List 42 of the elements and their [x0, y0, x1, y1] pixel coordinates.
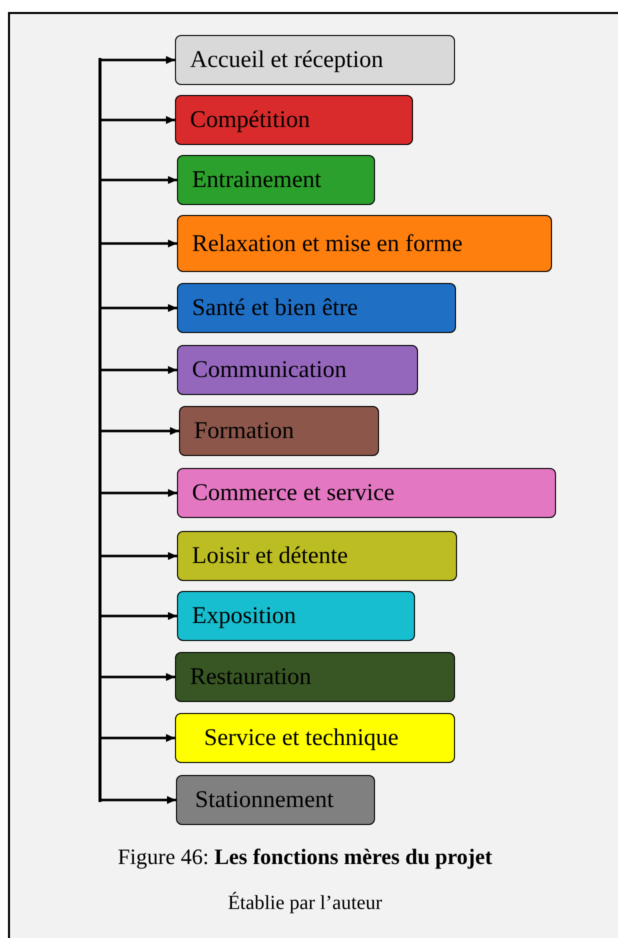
arrow — [100, 116, 175, 124]
box-label: Compétition — [190, 106, 310, 135]
arrow — [100, 673, 175, 681]
box-label: Exposition — [192, 602, 296, 631]
arrow — [100, 427, 179, 435]
arrow — [100, 176, 177, 184]
function-box — [175, 713, 455, 763]
arrow — [100, 304, 177, 312]
function-box — [175, 652, 455, 702]
function-box — [177, 345, 418, 395]
function-box — [177, 591, 415, 641]
box-label: Restauration — [190, 663, 312, 692]
box-label: Loisir et détente — [192, 542, 348, 571]
function-box — [177, 531, 457, 581]
box-label: Communication — [192, 356, 347, 385]
arrow — [100, 240, 177, 248]
arrow — [100, 489, 177, 497]
function-box — [177, 215, 552, 272]
arrow — [100, 612, 177, 620]
box-label: Entrainement — [192, 166, 322, 195]
box-label: Santé et bien être — [192, 294, 358, 323]
arrow — [100, 366, 177, 374]
connector-trunk — [98, 58, 102, 802]
figure-caption: Figure 46: Les fonctions mères du projet — [116, 843, 494, 871]
function-box — [177, 283, 456, 333]
function-box — [177, 155, 375, 205]
box-label: Accueil et réception — [190, 46, 384, 75]
box-label: Formation — [194, 417, 294, 446]
arrow — [100, 56, 175, 64]
source-note: Établie par l’auteur — [226, 890, 384, 916]
box-label: Commerce et service — [192, 479, 395, 508]
function-box — [177, 468, 556, 518]
box-label: Service et technique — [204, 724, 399, 753]
function-box — [176, 775, 375, 825]
function-box — [175, 35, 455, 85]
function-box — [179, 406, 379, 456]
arrow — [100, 796, 176, 804]
box-label: Relaxation et mise en forme — [192, 230, 463, 258]
box-label: Stationnement — [195, 786, 334, 815]
arrow — [100, 734, 175, 742]
function-box — [175, 95, 413, 145]
arrow — [100, 552, 177, 560]
